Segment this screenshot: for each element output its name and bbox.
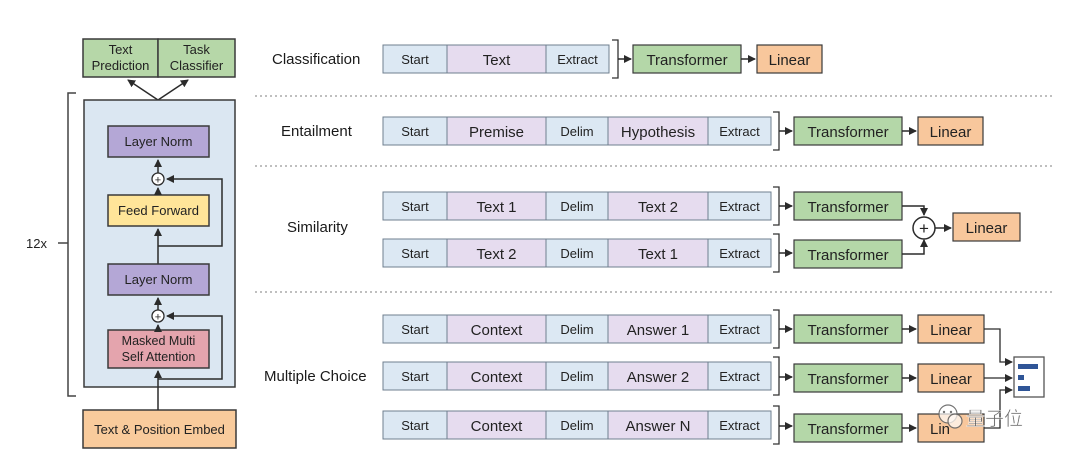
- similarity-label: Similarity: [287, 219, 348, 236]
- multiple-choice-label: Multiple Choice: [264, 368, 367, 385]
- similarity-r2-delim: Delim: [560, 246, 593, 261]
- mc-r1-answer: Answer 1: [627, 322, 690, 339]
- mc-linear-2-label: Linear: [930, 371, 972, 388]
- attention-label-2: Self Attention: [122, 350, 196, 364]
- mc-transformer-3-label: Transformer: [807, 421, 888, 438]
- entailment-token-hypothesis: Hypothesis: [621, 124, 695, 141]
- mc-transformer-1-label: Transformer: [807, 322, 888, 339]
- similarity-transformer-2: [793, 239, 903, 269]
- similarity-transformer-1-label: Transformer: [807, 199, 888, 216]
- classification-transformer: [632, 44, 742, 74]
- classification-token-extract: Extract: [557, 52, 598, 67]
- mc-transformer-2: [793, 363, 903, 393]
- layer-norm-top: [107, 125, 210, 158]
- classification-label: Classification: [272, 51, 360, 68]
- entailment-token-delim: Delim: [560, 124, 593, 139]
- mc-transformer-2-label: Transformer: [807, 371, 888, 388]
- classification-transformer-label: Transformer: [646, 52, 727, 69]
- mc-transformer-1: [793, 314, 903, 344]
- wechat-icon-secondary: [947, 413, 963, 429]
- mc-r3-context: Context: [471, 418, 524, 435]
- mc-r1-context: Context: [471, 322, 524, 339]
- similarity-r2-start: Start: [401, 246, 429, 261]
- similarity-r1-extract: Extract: [719, 199, 760, 214]
- repeat-label: 12x: [26, 236, 47, 251]
- text-position-embed: [82, 409, 237, 449]
- mc-linear-1-label: Linear: [930, 322, 972, 339]
- entailment-token-premise: Premise: [469, 124, 524, 141]
- text-prediction-label-2: Prediction: [92, 58, 150, 73]
- similarity-linear: [952, 212, 1021, 242]
- feed-forward-label: Feed Forward: [118, 203, 199, 218]
- entailment-linear-label: Linear: [930, 124, 972, 141]
- mc-r1-extract: Extract: [719, 322, 760, 337]
- entailment-token-extract: Extract: [719, 124, 760, 139]
- mc-linear-3-label: Lin: [930, 421, 950, 438]
- classification-token-start: Start: [401, 52, 429, 67]
- similarity-r2-extract: Extract: [719, 246, 760, 261]
- task-classifier-label-2: Classifier: [170, 58, 224, 73]
- classification-linear-label: Linear: [769, 52, 811, 69]
- mc-transformer-3: [793, 413, 903, 443]
- similarity-r1-delim: Delim: [560, 199, 593, 214]
- entailment-label: Entailment: [281, 123, 353, 140]
- attention-label-1: Masked Multi: [122, 334, 196, 348]
- entailment-token-start: Start: [401, 124, 429, 139]
- mc-r1-start: Start: [401, 322, 429, 337]
- entailment-task: Entailment Start Premise Delim Hypothesi…: [281, 111, 984, 151]
- mc-r1-delim: Delim: [560, 322, 593, 337]
- mc-r2-start: Start: [401, 369, 429, 384]
- similarity-transformer-2-label: Transformer: [807, 247, 888, 264]
- architecture-panel: Text Prediction Task Classifier 12x Laye…: [26, 38, 237, 449]
- similarity-task: Similarity Start Text 1 Delim Text 2 Ext…: [287, 186, 1021, 273]
- similarity-r1-text2: Text 2: [638, 199, 678, 216]
- classification-task: Classification Start Text Extract Transf…: [272, 39, 823, 79]
- mc-r3-start: Start: [401, 418, 429, 433]
- residual-add-top-symbol: +: [155, 175, 161, 187]
- similarity-transformer-1: [793, 191, 903, 221]
- similarity-r2-text2: Text 2: [476, 246, 516, 263]
- mc-linear-2: [917, 363, 985, 393]
- text-prediction-box: [82, 38, 159, 78]
- mc-r2-answer: Answer 2: [627, 369, 690, 386]
- embed-label: Text & Position Embed: [94, 422, 225, 437]
- multiple-choice-task: Multiple Choice Start Context Delim Answ…: [264, 309, 1045, 445]
- mc-r2-context: Context: [471, 369, 524, 386]
- layer-norm-bottom-label: Layer Norm: [125, 272, 193, 287]
- entailment-linear: [917, 116, 984, 146]
- mc-r2-extract: Extract: [719, 369, 760, 384]
- layer-norm-bottom: [107, 263, 210, 296]
- classification-linear: [756, 44, 823, 74]
- similarity-r1-start: Start: [401, 199, 429, 214]
- entailment-transformer-label: Transformer: [807, 124, 888, 141]
- mc-r3-delim: Delim: [560, 418, 593, 433]
- layer-norm-top-label: Layer Norm: [125, 134, 193, 149]
- watermark: 量子位: [938, 404, 1023, 430]
- classification-token-text: Text: [483, 52, 511, 69]
- similarity-plus-symbol: +: [919, 219, 929, 238]
- mc-r3-extract: Extract: [719, 418, 760, 433]
- residual-add-bottom-symbol: +: [155, 312, 161, 324]
- entailment-transformer: [793, 116, 903, 146]
- mc-r3-answer: Answer N: [625, 418, 690, 435]
- task-classifier-label-1: Task: [183, 42, 210, 57]
- similarity-r1-text1: Text 1: [476, 199, 516, 216]
- text-prediction-label-1: Text: [109, 42, 133, 57]
- mc-r2-delim: Delim: [560, 369, 593, 384]
- similarity-linear-label: Linear: [966, 220, 1008, 237]
- task-classifier-box: [157, 38, 236, 78]
- watermark-text: 量子位: [966, 408, 1023, 430]
- similarity-r2-text1: Text 1: [638, 246, 678, 263]
